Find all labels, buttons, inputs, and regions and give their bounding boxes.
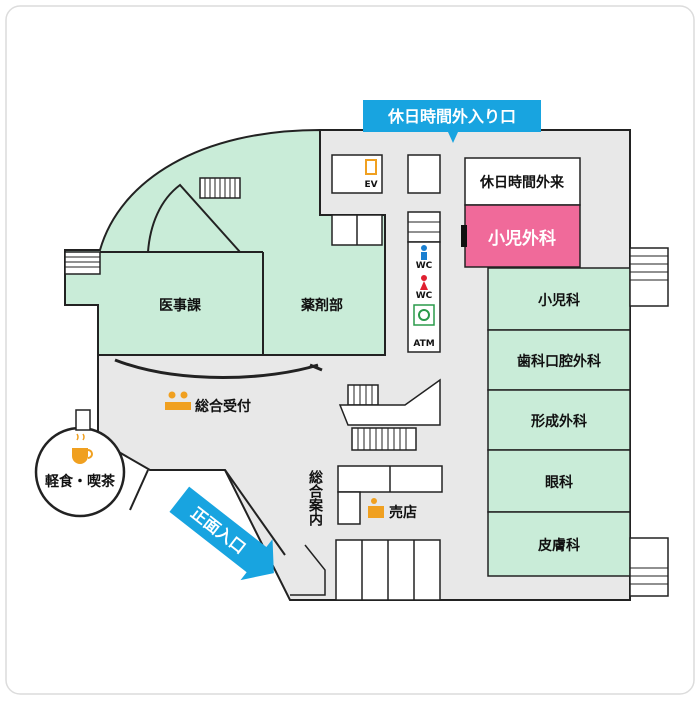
elevator-icon	[365, 159, 377, 175]
escalator-block	[338, 378, 441, 451]
shop-icon	[368, 498, 384, 518]
wall	[224, 469, 286, 556]
info-desk	[337, 491, 361, 525]
after-hours-reception-label: 休日時間外来	[479, 174, 565, 191]
room-dermatology: 皮膚科	[537, 537, 580, 554]
counter-end	[309, 363, 323, 372]
entrance-arrow	[448, 132, 458, 143]
general-reception-label: 総合受付	[195, 398, 251, 415]
stairs-icon	[335, 539, 441, 601]
stairs-lines	[408, 221, 440, 233]
stairs-small	[407, 211, 441, 243]
reception-icon	[165, 391, 191, 410]
atm-label: ATM	[413, 339, 434, 349]
toilet-women-body	[420, 281, 428, 290]
stairs-icon	[64, 251, 101, 275]
room-oral-surgery: 歯科口腔外科	[517, 353, 601, 370]
room-pediatric-surgery	[464, 204, 581, 268]
stairs-icon	[199, 177, 241, 199]
restroom-block	[407, 241, 441, 353]
door-arc	[290, 544, 326, 596]
after-hours-entrance-sign	[363, 100, 541, 132]
pediatric-surgery-label: 小児外科	[488, 228, 556, 249]
room-pediatrics: 小児科	[538, 292, 580, 309]
admin-wing	[64, 128, 386, 356]
stairs-icon	[629, 537, 669, 597]
inner-wall	[147, 183, 241, 253]
accessible-toilet-icon	[413, 304, 435, 326]
information-label: 総合案内	[307, 469, 324, 527]
room-plastic-surgery: 形成外科	[531, 413, 587, 430]
shop-label: 売店	[389, 504, 417, 521]
coffee-cup-icon	[72, 433, 93, 464]
door-marker	[461, 225, 467, 247]
cafe-entrance	[75, 409, 91, 431]
cafe-room	[34, 426, 126, 518]
room-medical-affairs: 医事課	[159, 297, 202, 314]
counter-line	[114, 358, 319, 379]
cafe-label: 軽食・喫茶	[45, 473, 116, 490]
wc-men-label: WC	[416, 261, 433, 271]
toilet-men-body	[421, 252, 427, 260]
stairs-icon	[629, 247, 669, 307]
wall	[129, 469, 149, 511]
room-after-hours-reception	[464, 157, 581, 206]
toilet-men-icon	[421, 245, 427, 251]
toilet-women-icon	[421, 275, 427, 281]
right-clinic-column	[487, 267, 631, 577]
elevator-label: EV	[364, 180, 377, 190]
room-pharmacy: 薬剤部	[301, 297, 343, 314]
wc-women-label: WC	[416, 291, 433, 301]
utility-room	[407, 154, 441, 194]
room-ophthalmology: 眼科	[545, 474, 573, 491]
after-hours-entrance-label: 休日時間外入り口	[387, 107, 516, 126]
